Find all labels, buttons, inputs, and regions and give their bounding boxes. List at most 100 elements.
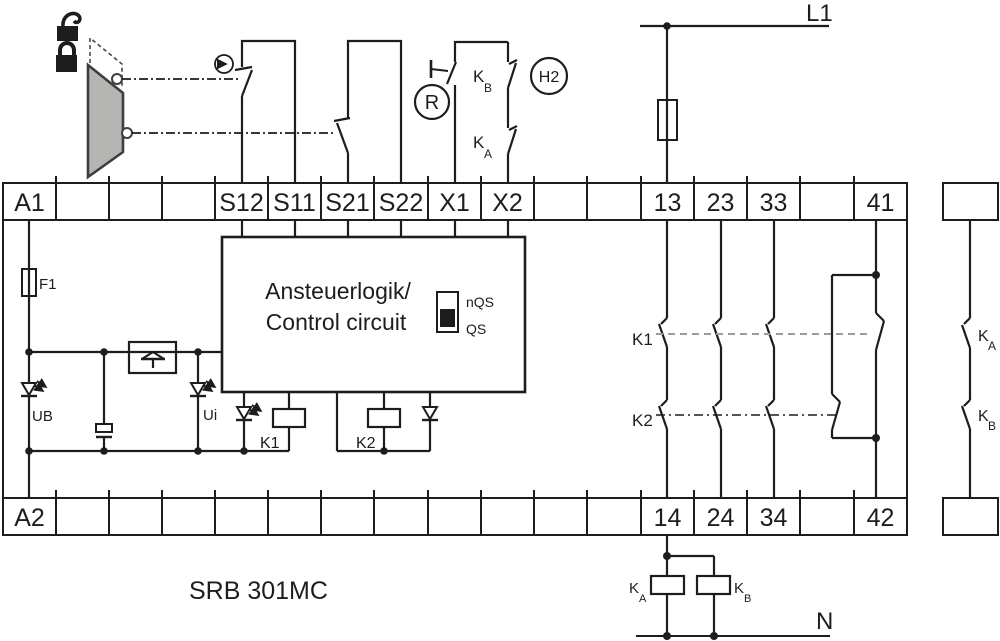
output-contacts [657, 220, 972, 498]
terminal-s11: S11 [273, 189, 316, 217]
top-row-separators [54, 176, 856, 220]
logic-title-de: Ansteuerlogik/ [265, 278, 411, 304]
coil-kb-label: K [734, 580, 744, 597]
ka-contact-tip [508, 125, 518, 131]
kb-contact-label-sub: B [484, 81, 492, 95]
reset-button-circle [413, 83, 451, 121]
led-ub-label: UB [32, 408, 53, 425]
internal-labels: Ansteuerlogik/ Control circuit nQS QS F1… [32, 276, 494, 452]
door-roller-bottom-icon [121, 127, 133, 139]
contact-path-23-24 [711, 220, 723, 498]
diode-icon [421, 406, 439, 421]
right-ka-label: K [978, 328, 989, 345]
l1-supply-circuit [640, 24, 829, 183]
s21-contact-bar [333, 116, 351, 123]
s12-contact-blade [240, 69, 254, 97]
relay-k2-coil-icon [366, 407, 402, 429]
lamp-h2-circle [529, 56, 569, 96]
x1-x2-circuit [429, 40, 518, 183]
ka-contact-label: K [473, 133, 485, 152]
pushbutton-stem [430, 68, 449, 72]
neutral-label: N [816, 608, 833, 635]
unlocked-padlock-icon [57, 11, 82, 41]
led-ui-icon [189, 352, 217, 451]
contactor-ka-coil-icon [649, 574, 686, 596]
contact-row-labels: K1 K2 K A K B [632, 328, 996, 433]
control-logic-box [220, 235, 527, 394]
capacitor-icon [95, 352, 113, 451]
right-kb-label-sub: B [988, 419, 996, 433]
terminal-x1: X1 [439, 189, 470, 217]
right-kb-label: K [978, 408, 989, 425]
contact-path-13-14 [657, 220, 669, 498]
aux-terminal-box-bottom [941, 496, 1000, 537]
kb-contact-blade [506, 62, 518, 89]
terminal-s22: S22 [379, 189, 423, 217]
contact-row-k1-label: K1 [632, 330, 653, 349]
kb-contact-label: K [473, 67, 485, 86]
contact-path-33-34 [764, 220, 776, 498]
kb-contact-tip [508, 59, 518, 65]
guard-door-symbol [56, 11, 336, 180]
terminal-14: 14 [654, 504, 682, 532]
contact-path-41-42 [830, 220, 886, 498]
mode-nqs-label: nQS [466, 294, 494, 310]
internal-circuit [20, 220, 527, 498]
coil-ka-label-sub: A [639, 593, 647, 605]
terminal-33: 33 [760, 189, 788, 217]
terminal-13: 13 [654, 189, 682, 217]
bottom-junctions [663, 552, 718, 640]
output-junctions [872, 271, 880, 442]
actuation-direction-icon [214, 54, 234, 74]
relay-k2-label: K2 [356, 435, 376, 452]
terminal-34: 34 [760, 504, 788, 532]
terminal-labels-bottom: A2 14 24 34 42 [14, 504, 894, 532]
terminal-labels-top: A1 S12 S11 S21 S22 X1 X2 13 23 33 41 [14, 189, 894, 217]
internal-junctions [25, 348, 388, 455]
external-labels: L1 R H2 K B K A [425, 0, 833, 161]
product-name-label: SRB 301MC [189, 577, 328, 605]
aux-terminal-box-top [941, 181, 1000, 222]
terminal-a2: A2 [14, 504, 45, 532]
mode-switch-knob [440, 309, 455, 327]
lamp-h2-label: H2 [539, 69, 560, 86]
s21-contact-blade [335, 122, 350, 154]
terminal-s21: S21 [325, 189, 369, 217]
contact-path-ka-kb [960, 220, 972, 498]
door-roller-top-icon [111, 73, 123, 85]
reset-contact-blade [445, 61, 458, 85]
internal-fuse-icon [21, 268, 37, 297]
coil-ka-label: K [629, 580, 639, 597]
terminal-24: 24 [707, 504, 735, 532]
door-icon [86, 62, 125, 180]
terminal-s12: S12 [219, 189, 263, 217]
contactor-kb-coil-icon [695, 574, 732, 596]
external-input-wiring [234, 24, 829, 183]
ka-contact-blade [506, 128, 518, 155]
contactor-coils-circuit [636, 535, 830, 637]
terminal-41: 41 [867, 189, 895, 217]
led-k1-icon [235, 406, 253, 421]
coil-kb-label-sub: B [744, 593, 751, 605]
reset-button-label: R [425, 92, 439, 114]
relay-k1-label: K1 [260, 435, 280, 452]
locked-padlock-icon [56, 41, 77, 72]
logic-title-en: Control circuit [266, 309, 407, 335]
relay-k1-coil-icon [271, 407, 307, 429]
regulator-icon [127, 340, 178, 375]
mode-qs-label: QS [466, 321, 486, 337]
bottom-row-separators [54, 490, 856, 535]
external-fuse-icon [657, 99, 678, 141]
ka-contact-label-sub: A [484, 147, 492, 161]
l1-label: L1 [806, 0, 833, 27]
fuse-f1-label: F1 [39, 276, 57, 293]
terminal-x2: X2 [492, 189, 523, 217]
right-ka-label-sub: A [988, 339, 996, 353]
s12-contact-bar [234, 65, 253, 72]
contact-row-k2-label: K2 [632, 411, 653, 430]
terminal-42: 42 [867, 504, 895, 532]
s21-s22-circuit [333, 39, 403, 183]
relay-k1-branch [235, 392, 307, 451]
led-ui-label: Ui [203, 407, 217, 424]
